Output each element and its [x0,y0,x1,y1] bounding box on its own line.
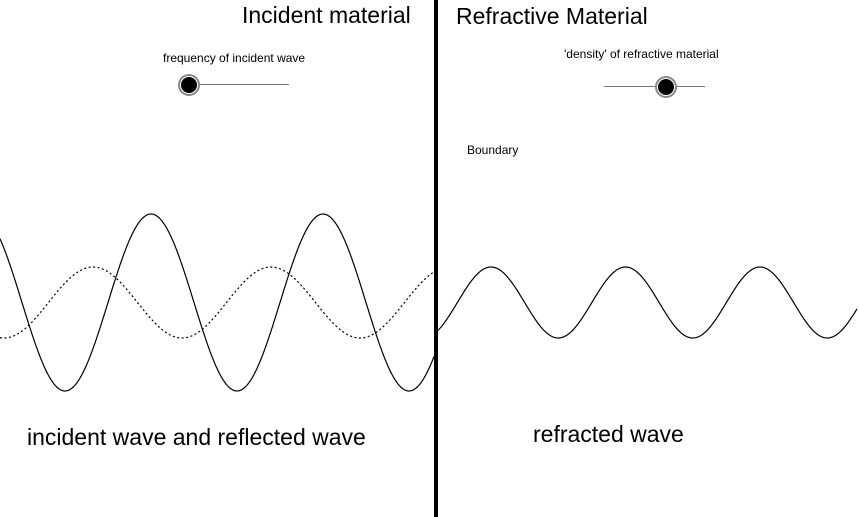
density-slider-knob[interactable] [656,78,675,96]
incident-reflected-caption: incident wave and reflected wave [27,424,366,450]
frequency-slider[interactable] [180,74,289,94]
density-slider-track[interactable] [604,86,705,87]
reflected-wave [0,266,435,339]
density-slider[interactable] [604,76,705,96]
frequency-slider-track[interactable] [188,84,289,85]
boundary-line [434,0,438,517]
boundary-label: Boundary [467,143,519,157]
refractive-material-title: Refractive Material [456,3,648,29]
incident-wave [0,213,435,392]
frequency-slider-label: frequency of incident wave [163,51,306,65]
incident-material-title: Incident material [242,2,411,28]
frequency-slider-knob[interactable] [180,76,198,94]
refracted-wave [437,266,858,339]
refracted-caption: refracted wave [533,421,684,447]
density-slider-label: 'density' of refractive material [564,47,719,61]
